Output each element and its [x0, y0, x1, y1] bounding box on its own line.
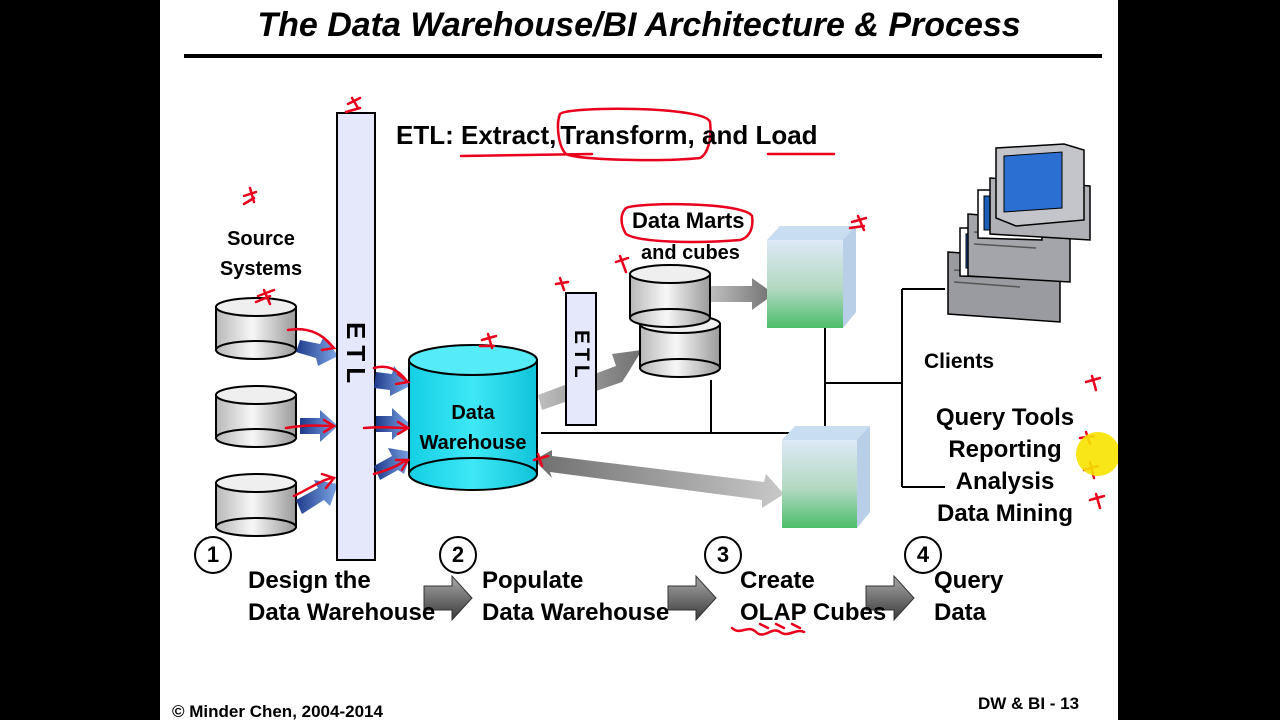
tool-data-mining: Data Mining [937, 500, 1073, 527]
tool-query-tools: Query Tools [935, 404, 1075, 431]
step-1-line2: Data Warehouse [248, 599, 436, 626]
arrow-source1-to-etl [296, 336, 338, 366]
step-3-number: 3 [704, 536, 742, 574]
source-systems-line1: Source [227, 228, 295, 250]
step-3-line1: Create [740, 567, 815, 594]
data-warehouse-line2: Warehouse [419, 432, 527, 454]
source-db-3 [215, 473, 297, 537]
source-systems-label: Source Systems [216, 224, 306, 284]
step-4-number: 4 [904, 536, 942, 574]
architecture-diagram [215, 96, 1118, 636]
etl-load: Load [755, 120, 818, 150]
arrow-source3-to-etl [296, 480, 338, 514]
step-arrow-3 [865, 574, 915, 622]
title-underline [184, 54, 1102, 58]
etl-comma-2: , [687, 120, 695, 150]
data-marts-title: Data Marts [632, 208, 745, 233]
etl-bar-small [565, 292, 597, 426]
slide: The Data Warehouse/BI Architecture & Pro… [160, 0, 1118, 720]
etl-bar-small-label: ETL [570, 330, 593, 382]
olap-cube-bottom [782, 426, 870, 528]
etl-bar-main-label: ETL [341, 322, 371, 390]
etl-bar-main [336, 112, 376, 561]
arrow-etl-to-warehouse-2 [376, 408, 410, 440]
step-1-line1: Design the [248, 567, 371, 594]
step-1-number: 1 [194, 536, 232, 574]
arrow-warehouse-cube-bottom [534, 450, 784, 508]
data-warehouse-cylinder [408, 344, 538, 491]
step-arrow-2 [667, 574, 717, 622]
etl-comma-1: , [549, 120, 557, 150]
source-db-1 [215, 297, 297, 360]
step-2-number: 2 [439, 536, 477, 574]
step-3-line2: OLAP Cubes [740, 599, 887, 626]
footer-copyright: © Minder Chen, 2004-2014 [172, 702, 383, 720]
tool-reporting: Reporting [948, 436, 1062, 463]
step-3-label: Create OLAP Cubes [740, 565, 886, 629]
etl-and: and [694, 120, 756, 150]
source-db-2 [215, 385, 297, 448]
step-2-label: Populate Data Warehouse [482, 565, 669, 629]
step-arrow-1 [423, 574, 473, 622]
step-4-label: Query Data [934, 565, 1003, 629]
etl-extract: Extract [461, 120, 550, 150]
footer-page-number: DW & BI - 13 [978, 694, 1080, 713]
client-computers-icon [947, 143, 1091, 323]
etl-heading: ETL: Extract,Transform, and Load [396, 120, 818, 151]
data-marts-subtitle: and cubes [641, 242, 740, 264]
step-4-line1: Query [934, 567, 1004, 594]
highlight-pointer [1076, 432, 1118, 476]
step-4-line2: Data [934, 599, 987, 626]
tools-list: Query Tools Reporting Analysis Data Mini… [924, 402, 1086, 530]
tool-analysis: Analysis [955, 468, 1055, 495]
arrow-etl-to-warehouse-1 [374, 366, 410, 396]
step-2-line2: Data Warehouse [482, 599, 670, 626]
handwritten-annotations [242, 96, 1106, 636]
data-warehouse-line1: Data [451, 402, 495, 424]
clients-label: Clients [924, 350, 995, 373]
step-2-line1: Populate [482, 567, 584, 594]
slide-title: The Data Warehouse/BI Architecture & Pro… [257, 6, 1021, 44]
source-systems-line2: Systems [219, 258, 303, 280]
data-mart-db-front [629, 264, 711, 328]
etl-transform: Transform [560, 120, 688, 150]
olap-cube-top [767, 226, 856, 328]
etl-prefix: ETL: [396, 120, 461, 150]
data-warehouse-label: Data Warehouse [409, 398, 537, 458]
arrow-mart-to-cube-top [710, 278, 774, 310]
step-1-label: Design the Data Warehouse [248, 565, 435, 629]
